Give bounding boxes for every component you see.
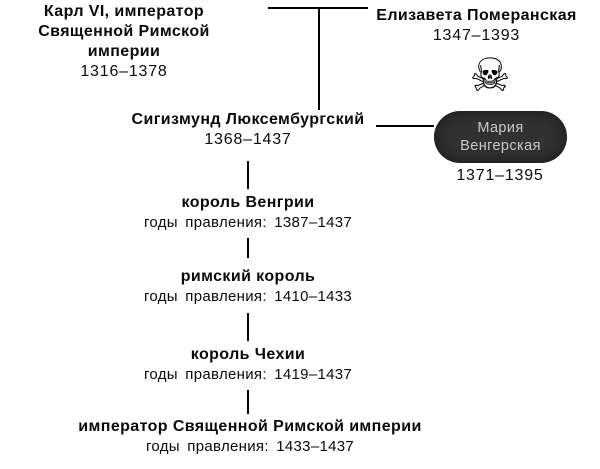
subject-name: Сигизмунд Люксембургский — [131, 111, 365, 128]
parents-to-subject-line — [318, 7, 320, 110]
subject-to-spouse-line — [376, 125, 434, 127]
skull-and-crossbones-icon: ☠ — [469, 48, 511, 102]
title-label: король Венгрии — [181, 194, 315, 211]
chain-connector-1 — [247, 161, 249, 189]
title-reign: годы правления: 1410–1433 — [143, 288, 353, 305]
title-reign: годы правления: 1433–1437 — [145, 438, 355, 455]
title-node-hungary: король Венгрии годы правления: 1387–1437 — [88, 193, 408, 233]
spouse-name-line1: Мария — [477, 120, 524, 136]
title-node-roman-king: римский король годы правления: 1410–1433 — [88, 267, 408, 307]
title-label: император Священной Римской империи — [78, 418, 422, 435]
title-label: король Чехии — [190, 346, 306, 363]
title-label: римский король — [180, 268, 316, 285]
father-years: 1316–1378 — [80, 63, 168, 80]
spouse-years: 1371–1395 — [456, 167, 544, 184]
subject-years: 1368–1437 — [204, 131, 292, 148]
mother-node: Елизавета Померанская 1347–1393 — [355, 6, 598, 46]
subject-node: Сигизмунд Люксембургский 1368–1437 — [88, 110, 408, 150]
title-node-emperor: император Священной Римской империи годы… — [30, 417, 470, 457]
title-reign: годы правления: 1387–1437 — [143, 214, 353, 231]
spouse-name-line2: Венгерская — [460, 138, 541, 154]
father-node: Карл VI, император Священной Римской имп… — [0, 2, 248, 82]
chain-connector-4 — [247, 390, 249, 414]
chain-connector-2 — [247, 238, 249, 258]
spouse-badge: Мария Венгерская — [434, 111, 567, 163]
chain-connector-3 — [247, 313, 249, 341]
father-name-line2: Священной Римской империи — [38, 23, 210, 60]
title-reign: годы правления: 1419–1437 — [143, 366, 353, 383]
mother-name: Елизавета Померанская — [376, 7, 577, 24]
father-name-line1: Карл VI, император — [43, 3, 205, 20]
title-node-bohemia: король Чехии годы правления: 1419–1437 — [88, 345, 408, 385]
mother-years: 1347–1393 — [432, 27, 521, 44]
